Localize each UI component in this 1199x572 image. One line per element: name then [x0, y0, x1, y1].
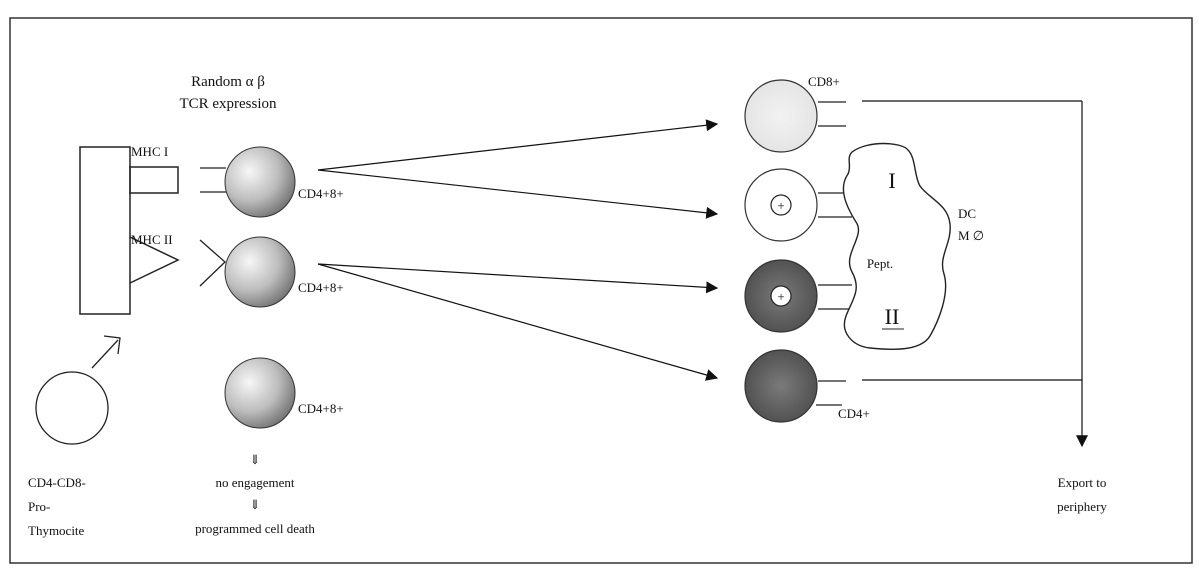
- cd8-label: CD8+: [808, 74, 840, 89]
- dp-thymocyte-middle: [225, 237, 295, 307]
- arrow-to-cd4: [318, 264, 717, 378]
- dp-middle-label: CD4+8+: [298, 280, 344, 295]
- arrow-to-positive-class1: [318, 170, 717, 214]
- mhc-2-label: MHC II: [131, 232, 173, 247]
- dp-bottom-label: CD4+8+: [298, 401, 344, 416]
- dp-thymocyte-bottom: [225, 358, 295, 428]
- pro-thymocite-cell: [36, 372, 108, 444]
- plus-sign-class1: +: [777, 198, 784, 213]
- pro-thymocite-arrow-shaft: [92, 340, 118, 368]
- arrow-to-positive-class2: [318, 264, 717, 288]
- thymic-epithelial-cell: [80, 147, 130, 314]
- dc-label-2: M ∅: [958, 228, 984, 243]
- plus-sign-class2: +: [777, 289, 784, 304]
- export-line-1: Export to: [1058, 475, 1107, 490]
- dc-class2-label: II: [885, 304, 900, 329]
- dc-peptide-label: Pept.: [867, 256, 893, 271]
- mhc-1-label: MHC I: [131, 144, 168, 159]
- dp-thymocyte-top: [225, 147, 295, 217]
- dc-class1-label: I: [888, 168, 895, 193]
- header-line-2: TCR expression: [179, 96, 277, 112]
- cd4-single-positive-cell: [745, 350, 817, 422]
- tcr-middle: [200, 240, 225, 286]
- dc-label-1: DC: [958, 206, 976, 221]
- prothymocite-line-3: Thymocite: [28, 523, 85, 538]
- dp-top-label: CD4+8+: [298, 186, 344, 201]
- arrow-to-cd8: [318, 124, 717, 170]
- cd4-label: CD4+: [838, 406, 870, 421]
- fate-line-2: programmed cell death: [195, 521, 315, 536]
- pro-thymocite-arrow-head: [104, 336, 120, 354]
- fate-arrow-1: ⇓: [250, 452, 261, 467]
- header-line-1: Random α β: [191, 74, 265, 90]
- cd8-single-positive-cell: [745, 80, 817, 152]
- mhc-class-1-molecule: [130, 167, 178, 193]
- fate-arrow-2: ⇓: [250, 497, 261, 512]
- fate-line-1: no engagement: [215, 475, 294, 490]
- prothymocite-line-2: Pro-: [28, 499, 50, 514]
- prothymocite-line-1: CD4-CD8-: [28, 475, 86, 490]
- export-line-2: periphery: [1057, 499, 1107, 514]
